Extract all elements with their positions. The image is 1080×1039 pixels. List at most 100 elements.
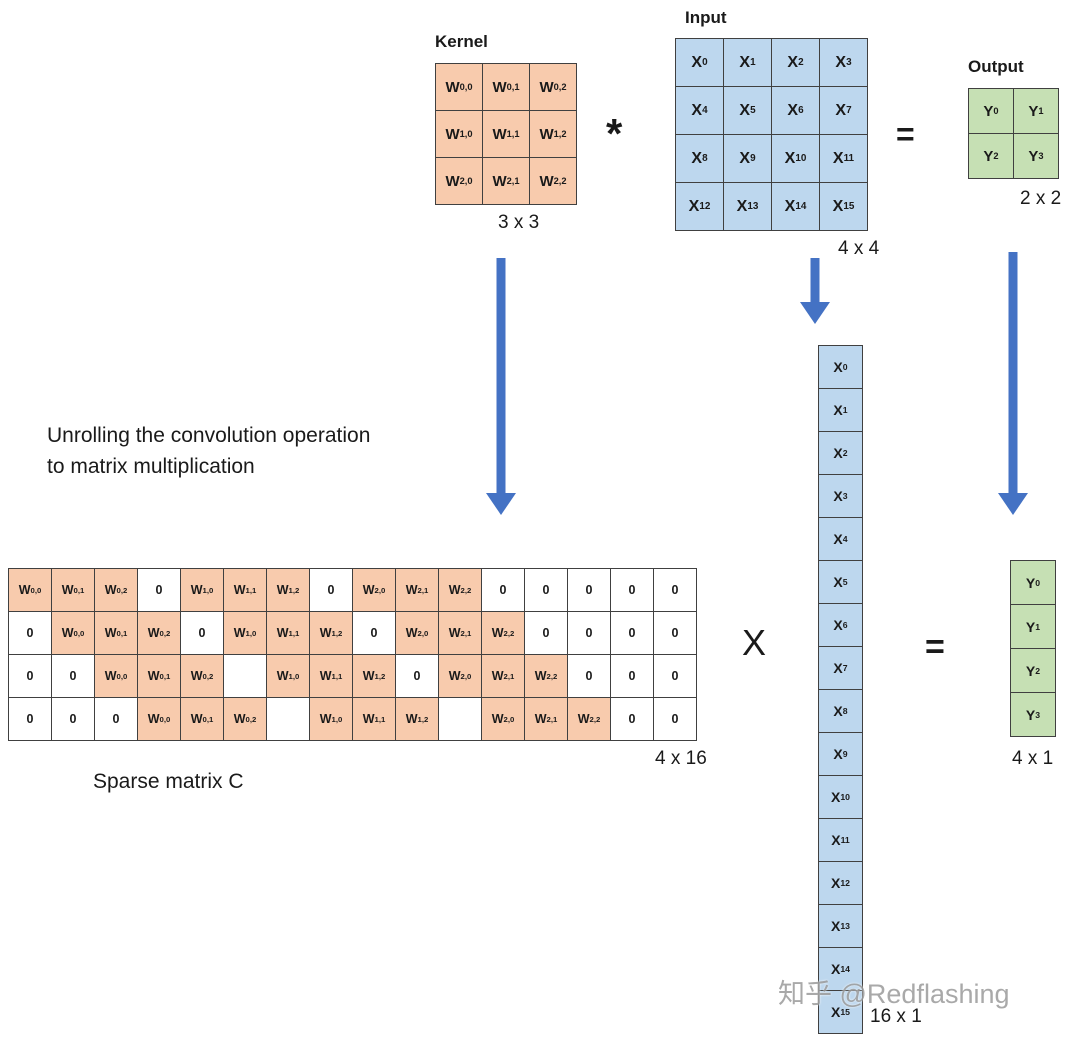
matrix-cell: 0	[611, 569, 654, 612]
input-down-arrow-icon	[800, 258, 830, 324]
input-vector-dims: 16 x 1	[870, 1006, 922, 1027]
output-down-arrow-icon	[998, 252, 1028, 515]
matrix-cell: 0	[568, 612, 611, 655]
matrix-cell: 0	[611, 698, 654, 741]
input-label: Input	[685, 8, 727, 27]
matmul-operator: X	[742, 622, 767, 663]
input-dims: 4 x 4	[838, 238, 880, 259]
matrix-cell	[267, 698, 310, 741]
matrix-cell: 0	[654, 612, 697, 655]
equals-top-operator: =	[896, 116, 915, 152]
unrolling-annotation-line1: Unrolling the convolution operation	[47, 424, 371, 447]
output-label: Output	[968, 57, 1024, 76]
matrix-cell: 0	[52, 655, 95, 698]
matrix-cell: 0	[654, 569, 697, 612]
kernel-down-arrow-icon	[486, 258, 516, 515]
matrix-cell: 0	[525, 569, 568, 612]
matrix-cell: 0	[353, 612, 396, 655]
convolution-operator: *	[606, 110, 623, 157]
matrix-cell: 0	[568, 655, 611, 698]
output-vector-dims: 4 x 1	[1012, 748, 1054, 769]
matrix-cell: 0	[52, 698, 95, 741]
matrix-cell: 0	[396, 655, 439, 698]
matrix-cell	[224, 655, 267, 698]
